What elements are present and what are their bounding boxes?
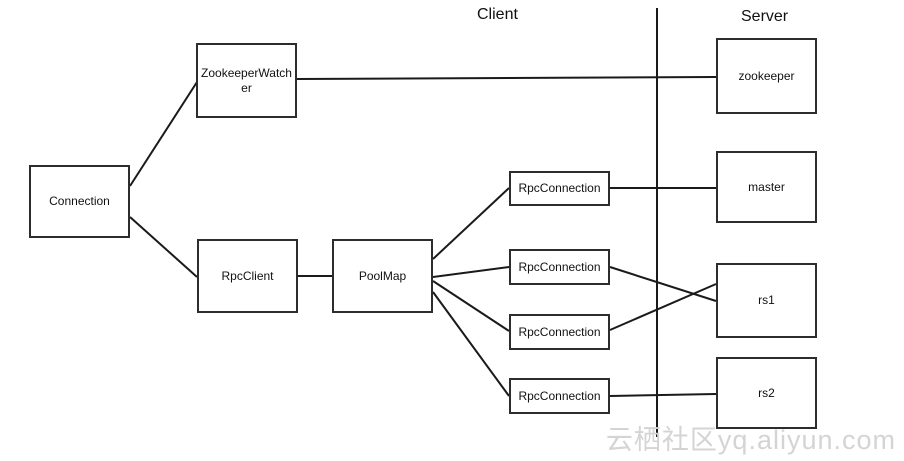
node-master[interactable]: master <box>716 151 817 223</box>
edge-line-zookeeperWatcher-zookeeper <box>296 76 717 80</box>
edge-line-connection-zookeeperWatcher <box>129 81 198 187</box>
node-label-poolMap: PoolMap <box>358 268 407 283</box>
node-label-master: master <box>748 179 785 194</box>
node-rs1[interactable]: rs1 <box>716 263 817 338</box>
node-label-rpcConnection4: RpcConnection <box>518 388 601 403</box>
node-label-zookeeperWatcher: ZookeeperWatcher <box>201 65 292 95</box>
node-zookeeper[interactable]: zookeeper <box>716 38 817 114</box>
node-label-connection: Connection <box>49 194 110 208</box>
edge-line-rpcConnection4-rs2 <box>609 393 717 397</box>
node-connection[interactable]: Connection <box>29 165 130 238</box>
node-label-rpcConnection1: RpcConnection <box>518 181 601 195</box>
edge-line-rpcConnection2-rs1 <box>609 266 717 302</box>
edge-line-poolMap-rpcConnection4 <box>432 291 510 397</box>
node-zookeeperWatcher[interactable]: ZookeeperWatcher <box>196 43 297 118</box>
node-rpcConnection2[interactable]: RpcConnection <box>509 249 610 285</box>
client-zone-label: Client <box>477 6 518 23</box>
node-label-rpcClient: RpcClient <box>221 268 274 283</box>
node-label-rpcConnection3: RpcConnection <box>518 324 601 339</box>
node-label-rs2: rs2 <box>758 385 775 400</box>
node-label-rpcConnection2: RpcConnection <box>518 259 601 274</box>
server-zone-label: Server <box>741 8 789 25</box>
node-rpcClient[interactable]: RpcClient <box>197 239 298 313</box>
edge-line-rpcConnection3-rs1 <box>609 283 717 331</box>
node-rpcConnection1[interactable]: RpcConnection <box>509 171 610 206</box>
edge-line-poolMap-rpcConnection1 <box>432 187 510 260</box>
node-rpcConnection3[interactable]: RpcConnection <box>509 314 610 350</box>
edge-line-poolMap-rpcConnection3 <box>432 280 510 332</box>
node-label-rs1: rs1 <box>758 293 775 307</box>
node-label-zookeeper: zookeeper <box>738 68 795 83</box>
node-rs2[interactable]: rs2 <box>716 357 817 429</box>
edge-line-poolMap-rpcConnection2 <box>432 266 510 278</box>
node-poolMap[interactable]: PoolMap <box>332 239 433 313</box>
edge-line-connection-rpcClient <box>129 216 198 278</box>
node-rpcConnection4[interactable]: RpcConnection <box>509 378 610 414</box>
